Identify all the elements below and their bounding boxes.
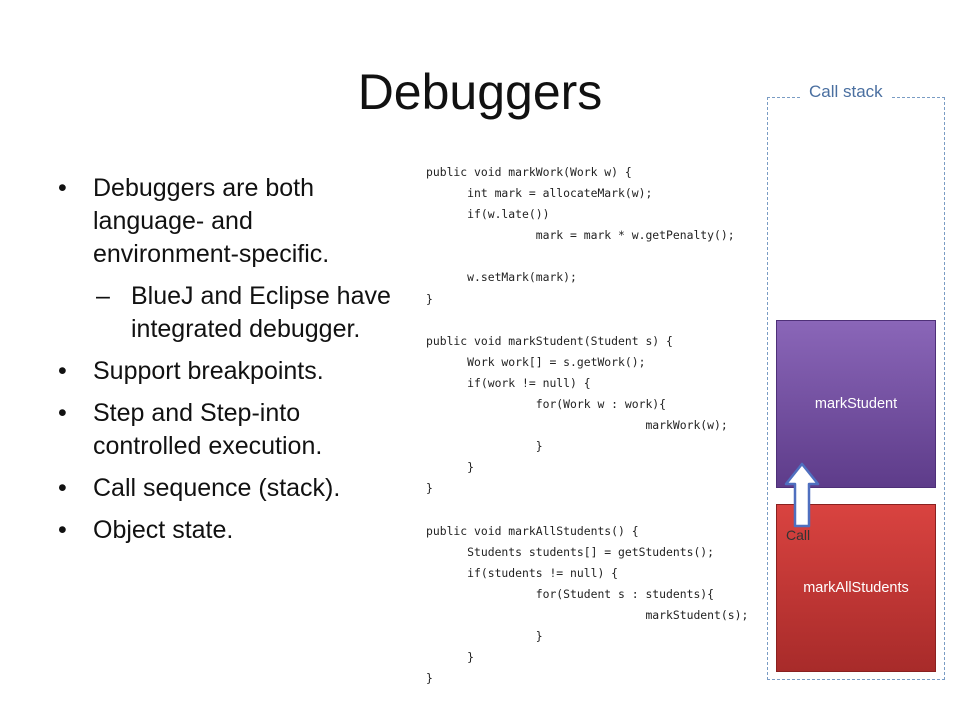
- bullet-text: Debuggers are both language- and environ…: [93, 174, 330, 268]
- bullet-marker: •: [58, 174, 67, 202]
- call-label: Call: [786, 527, 811, 543]
- bullet-text: Support breakpoints.: [93, 357, 324, 385]
- call-stack-label: Call stack: [802, 80, 890, 104]
- bullet-item: • Call sequence (stack).: [58, 472, 398, 505]
- stack-frame-label: markStudent: [814, 396, 898, 412]
- bullet-text: Step and Step-into controlled execution.: [93, 399, 323, 460]
- bullet-text: Call sequence (stack).: [93, 474, 341, 502]
- stack-frame-mark-student: markStudent: [776, 320, 936, 488]
- bullet-item: • Step and Step-into controlled executio…: [58, 397, 398, 463]
- bullet-marker: •: [58, 399, 67, 427]
- bullet-text: Object state.: [93, 516, 234, 544]
- sub-bullet-text: BlueJ and Eclipse have integrated debugg…: [131, 282, 391, 343]
- stack-frame-label: markAllStudents: [803, 580, 909, 596]
- stack-frame-mark-all-students: markAllStudents: [776, 504, 936, 672]
- bullet-item: • Support breakpoints.: [58, 355, 398, 388]
- code-listing: public void markWork(Work w) { int mark …: [426, 165, 749, 686]
- sub-bullet-item: – BlueJ and Eclipse have integrated debu…: [58, 280, 398, 346]
- bullet-item: • Debuggers are both language- and envir…: [58, 172, 398, 271]
- bullet-item: • Object state.: [58, 514, 398, 547]
- slide-title: Debuggers: [357, 64, 603, 120]
- bullet-marker: •: [58, 357, 67, 385]
- bullet-marker: •: [58, 474, 67, 502]
- sub-bullet-marker: –: [96, 282, 110, 310]
- bullet-marker: •: [58, 516, 67, 544]
- call-arrow-icon: [784, 462, 820, 528]
- bullet-list: • Debuggers are both language- and envir…: [58, 172, 398, 556]
